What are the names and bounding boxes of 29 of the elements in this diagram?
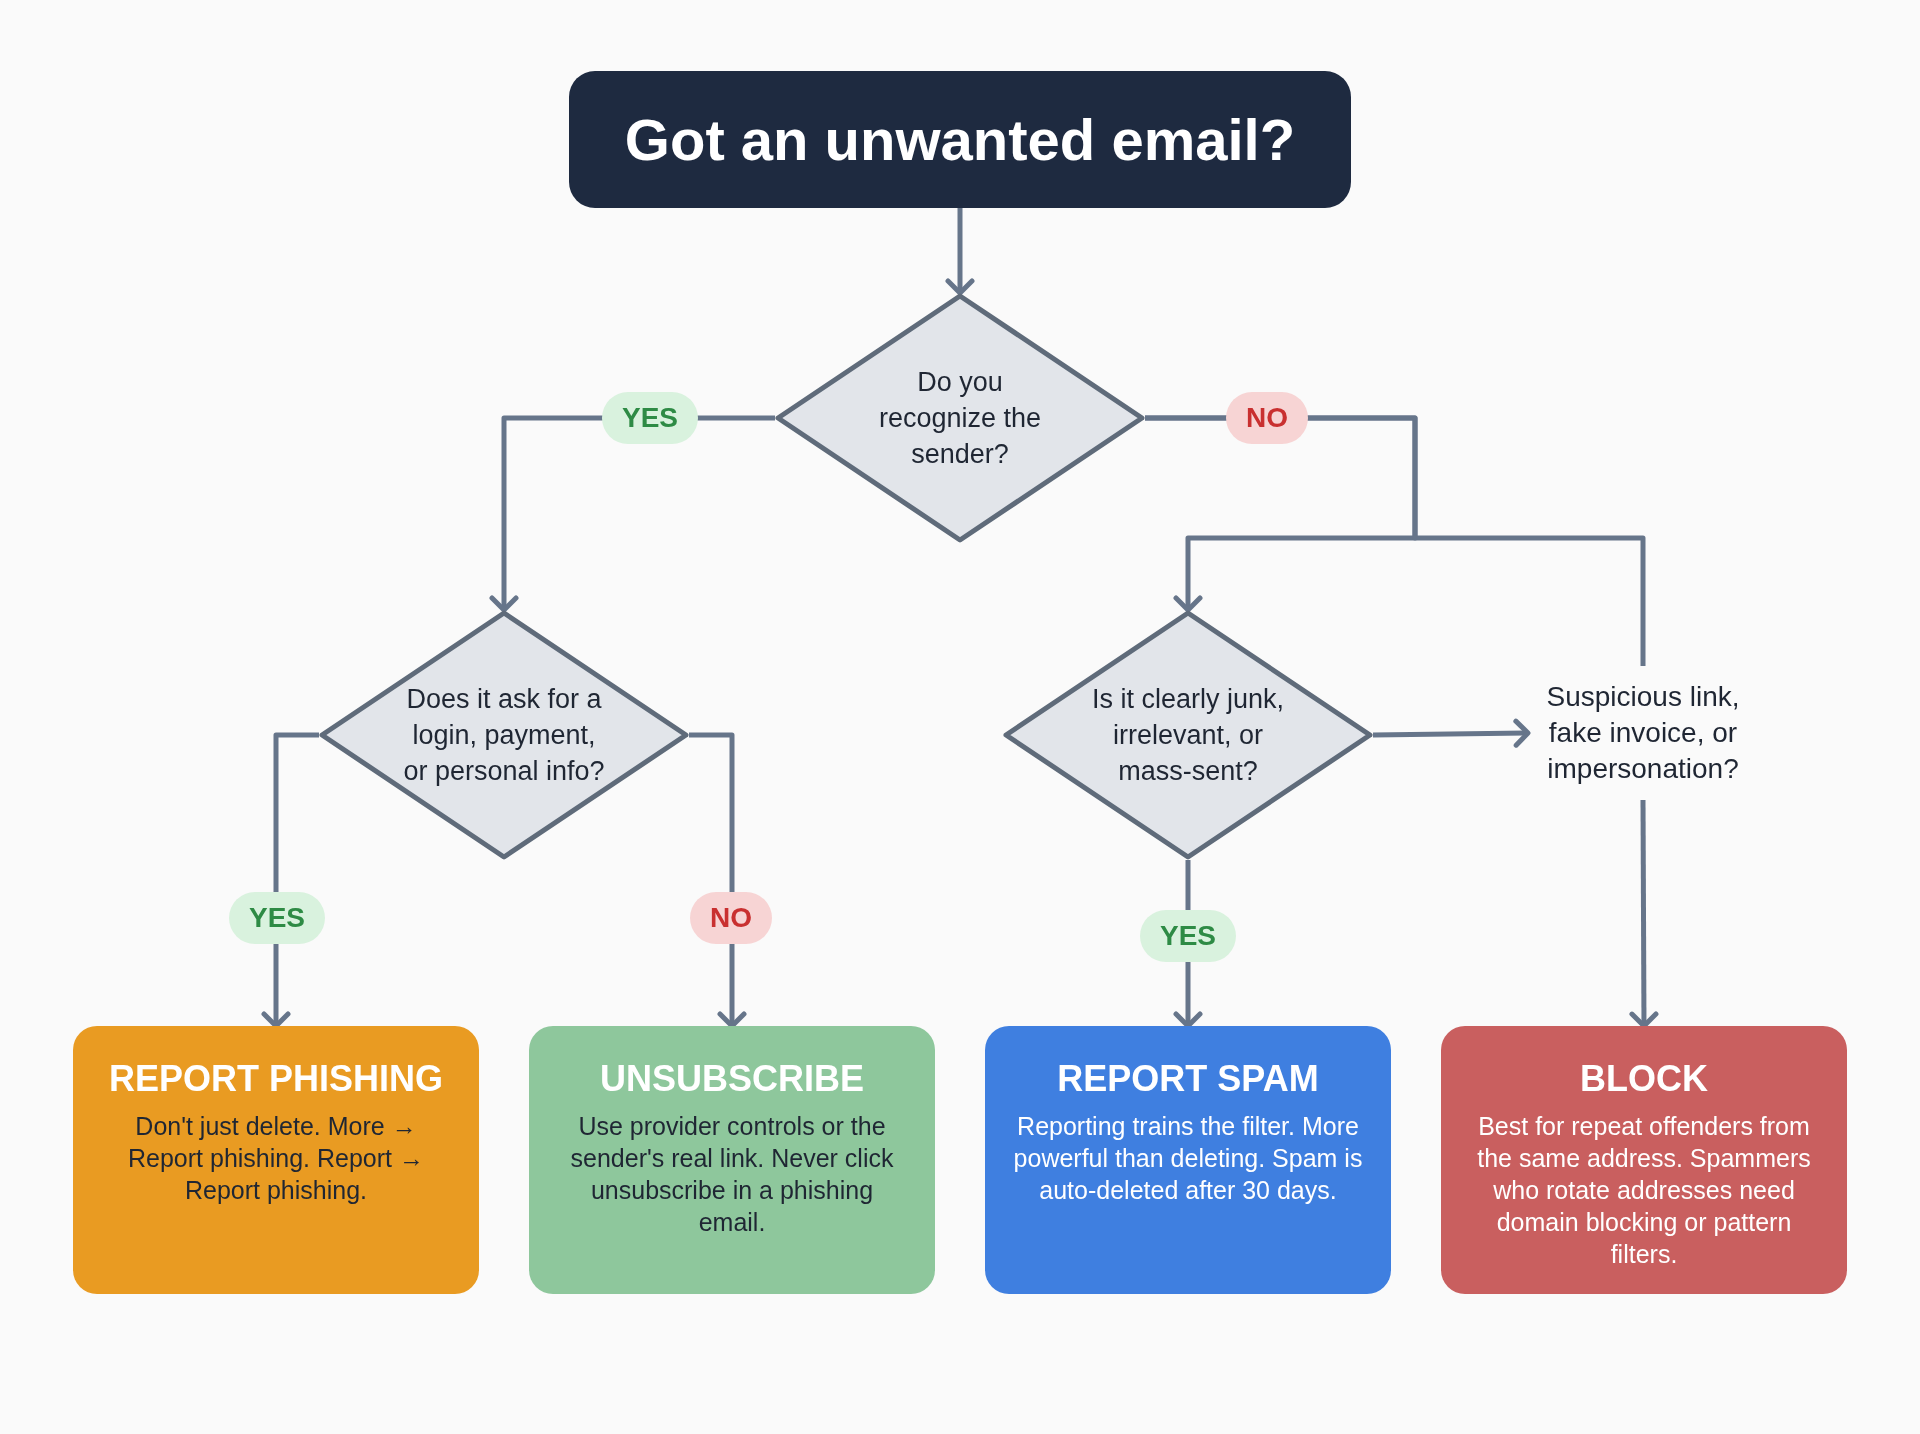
start-box (569, 71, 1351, 208)
card-description: Don't just delete. More → Report phishing. Report → Report phishing. (127, 1111, 425, 1206)
card-description: Use provider controls or the sender's real link. Never click unsubscribe in a phishing email. (569, 1111, 895, 1238)
edge-label: YES (602, 392, 698, 444)
action-card (529, 1026, 935, 1294)
question-text: Do you recognize the sender? (877, 366, 1043, 471)
decision-diamond (319, 610, 689, 860)
card-title: REPORT SPAM (1057, 1058, 1319, 1100)
card-title: UNSUBSCRIBE (600, 1058, 864, 1100)
question-text: Suspicious link, fake invoice, or impersonation? (1528, 670, 1758, 796)
connector-arrow (1372, 718, 1531, 748)
decision-diamond (775, 293, 1145, 543)
connector-arrow (1629, 800, 1659, 1029)
card-title: REPORT PHISHING (108, 1058, 443, 1100)
decision-diamond (1003, 610, 1373, 860)
card-description: Best for repeat offenders from the same address. Spammers who rotate addresses need domain blocking or pattern filters. (1476, 1111, 1812, 1270)
question-text: Is it clearly junk, irrelevant, or mass-sent? (1090, 683, 1286, 788)
card-title: BLOCK (1580, 1058, 1708, 1100)
edge-label: YES (229, 892, 325, 944)
card-description: Reporting trains the filter. More powerful than deleting. Spam is auto-deleted after 30 days. (1013, 1111, 1363, 1206)
action-card (1441, 1026, 1847, 1294)
edge-label: NO (690, 892, 772, 944)
action-card (73, 1026, 479, 1294)
connector-arrow (945, 208, 975, 296)
question-text: Does it ask for a login, payment, or personal info? (402, 683, 606, 788)
action-card (985, 1026, 1391, 1294)
edge-label: NO (1226, 392, 1308, 444)
edge-label: YES (1140, 910, 1236, 962)
heading-text: Got an unwanted email? (624, 106, 1296, 173)
